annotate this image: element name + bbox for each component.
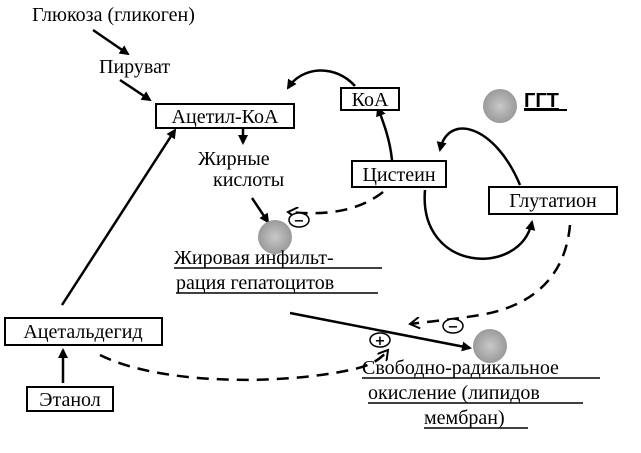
arrow-acetaldehyde-acetylcoa bbox=[60, 128, 177, 306]
arrow-glutathione-cysteine bbox=[436, 127, 522, 186]
svg-text:КоА: КоА bbox=[352, 89, 389, 111]
arrow-cysteine-coa bbox=[376, 106, 394, 161]
ggt-label: ГГТ bbox=[524, 90, 559, 112]
free-radical-label-line1: Свободно-радикальное bbox=[362, 357, 559, 379]
svg-text:−: − bbox=[294, 214, 305, 229]
infiltration-circle bbox=[258, 220, 292, 254]
svg-text:+: + bbox=[375, 334, 386, 349]
acetaldehyde-box: Ацетальдегид bbox=[4, 317, 163, 346]
svg-text:Цистеин: Цистеин bbox=[362, 164, 435, 186]
svg-text:−: − bbox=[448, 320, 459, 335]
arrow-glucose-pyruvate bbox=[92, 28, 130, 56]
fatty-infiltration-label-line2: рация гепатоцитов bbox=[176, 272, 334, 294]
acetyl-coa-box: Ацетил-КоА bbox=[155, 103, 295, 129]
arrow-pyruvate-acetylcoa bbox=[119, 78, 152, 102]
ggt-circle bbox=[483, 89, 517, 123]
arrow-cysteine-infiltration-dashed bbox=[288, 191, 384, 213]
glucose-label: Глюкоза (гликоген) bbox=[32, 4, 195, 26]
arrow-fattyacids-infiltration bbox=[250, 197, 270, 224]
fatty-acids-label-line1: Жирные bbox=[198, 148, 270, 170]
coa-box: КоА bbox=[340, 87, 400, 111]
fatty-acids-label-line2: кислоты bbox=[213, 169, 284, 191]
minus-sign-cysteine: − bbox=[288, 212, 310, 229]
svg-text:Этанол: Этанол bbox=[39, 389, 101, 411]
arrow-cysteine-glutathione bbox=[423, 189, 536, 260]
cysteine-box: Цистеин bbox=[351, 160, 447, 188]
free-radical-circle bbox=[473, 329, 507, 363]
glutathione-box: Глутатион bbox=[488, 186, 618, 215]
arrow-glutathione-freeradical-dashed bbox=[410, 224, 572, 324]
plus-sign-acetaldehyde: + bbox=[369, 332, 391, 349]
svg-text:Глутатион: Глутатион bbox=[509, 190, 597, 212]
fatty-infiltration-label-line1: Жировая инфильт- bbox=[174, 247, 334, 269]
free-radical-label-line3: мембран) bbox=[424, 407, 505, 429]
arrow-coa-acetylcoa bbox=[286, 69, 356, 90]
arrow-infiltration-freeradical bbox=[289, 311, 472, 352]
svg-text:Ацетальдегид: Ацетальдегид bbox=[23, 321, 142, 343]
arrow-acetaldehyde-freeradical-dashed bbox=[99, 350, 388, 382]
free-radical-label-line2: окисление (липидов bbox=[368, 382, 540, 404]
minus-sign-glutathione: − bbox=[442, 318, 464, 335]
pyruvate-label: Пируват bbox=[99, 56, 170, 78]
svg-text:Ацетил-КоА: Ацетил-КоА bbox=[172, 106, 279, 128]
ethanol-box: Этанол bbox=[26, 386, 114, 412]
